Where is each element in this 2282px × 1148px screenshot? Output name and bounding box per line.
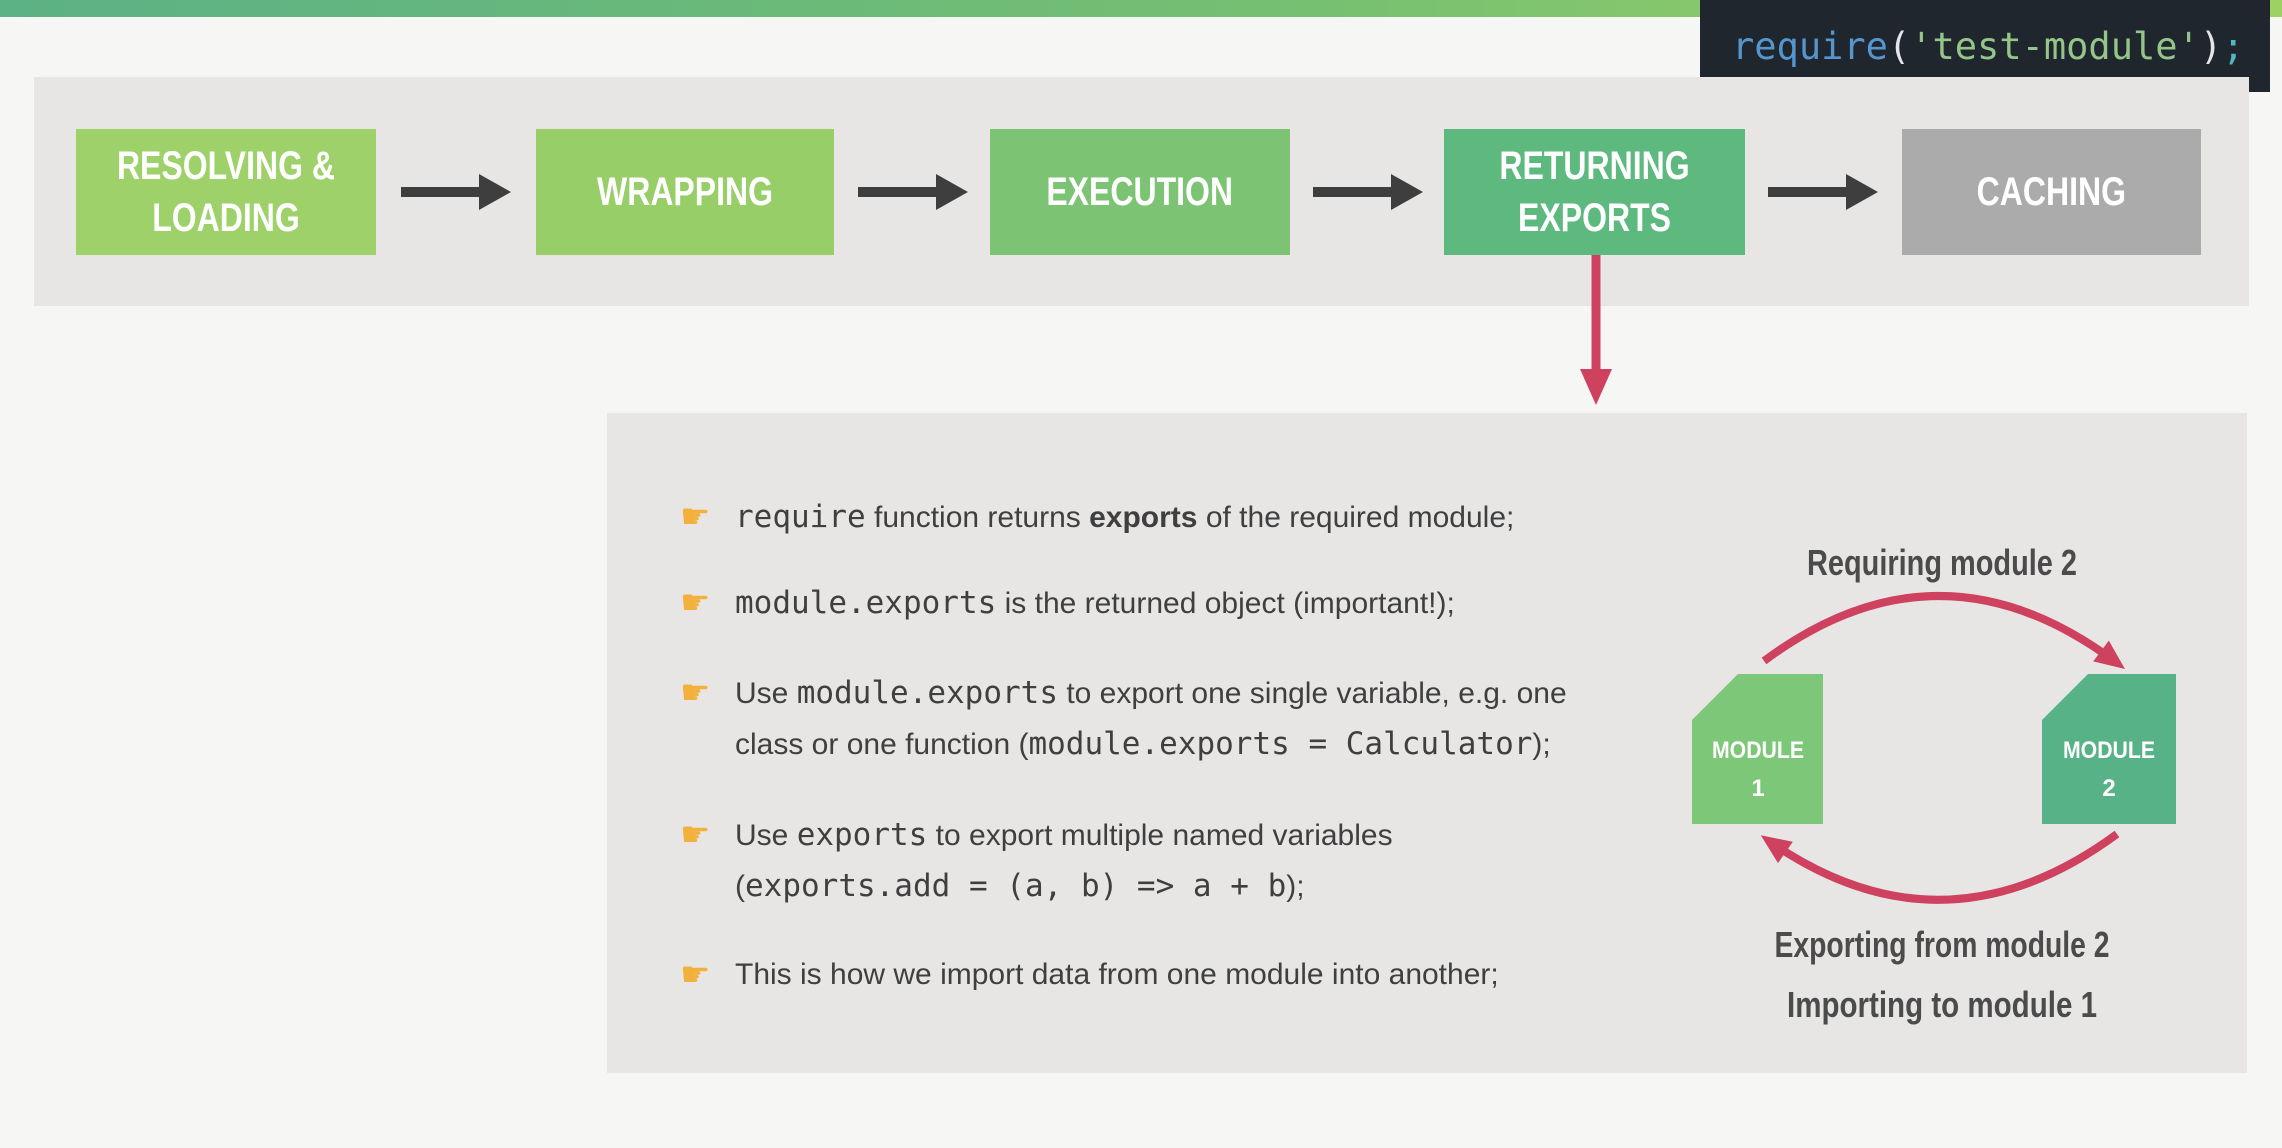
code-semicolon: ; (2222, 24, 2245, 68)
pointing-finger-icon: ☛ (680, 584, 711, 622)
module2-file-shape (2042, 674, 2176, 824)
step-label: RETURNING EXPORTS (1499, 144, 1690, 240)
code-fn: require (1732, 24, 1888, 68)
module-exchange-diagram: Requiring module 2 MODULE 1 MODULE 2 Exp… (1692, 542, 2176, 1025)
step-label: EXECUTION (1046, 170, 1234, 214)
bullet-item: ☛ module.exports is the returned object … (680, 578, 1455, 629)
pointing-finger-icon: ☛ (680, 498, 711, 536)
pipeline-step-caching: CACHING (1902, 129, 2201, 255)
code-string: 'test-module' (1910, 24, 2200, 68)
bullet-text: Use module.exports to export one single … (735, 675, 1567, 762)
module1-file-shape (1692, 674, 1823, 824)
pointing-finger-icon: ☛ (680, 956, 711, 994)
right-arrow-icon (401, 174, 511, 210)
pipeline-step-wrapping: WRAPPING (536, 129, 834, 255)
down-arrow-connector-icon (1580, 255, 1612, 405)
pointing-finger-icon: ☛ (680, 816, 711, 854)
bullet-text: require function returns exports of the … (735, 499, 1515, 535)
module2-number: 2 (2102, 775, 2115, 802)
bullet-text: Use exports to export multiple named var… (735, 817, 1393, 904)
detail-panel: ☛ require function returns exports of th… (607, 413, 2247, 1073)
code-snippet-box: require('test-module'); (1700, 0, 2270, 92)
module2-label: MODULE (2063, 737, 2155, 764)
module1-label: MODULE (1712, 737, 1804, 764)
pipeline-step-execution: EXECUTION (990, 129, 1290, 255)
code-open-paren: ( (1887, 24, 1911, 68)
exporting-arc-arrow (1760, 830, 2120, 904)
bullet-item: ☛ Use exports to export multiple named v… (680, 810, 1393, 912)
right-arrow-icon (858, 174, 968, 210)
bullet-item: ☛ This is how we import data from one mo… (680, 950, 1499, 1000)
right-arrow-icon (1313, 174, 1423, 210)
step-label: RESOLVING & LOADING (116, 144, 336, 240)
step-label: WRAPPING (597, 170, 773, 214)
code-close-paren: ) (2199, 24, 2223, 68)
pipeline-step-resolving-loading: RESOLVING & LOADING (76, 129, 376, 255)
importing-label: Importing to module 1 (1787, 984, 2097, 1025)
right-arrow-icon (1768, 174, 1878, 210)
code-text: require('test-module'); (1732, 25, 2244, 68)
requiring-label: Requiring module 2 (1807, 542, 2077, 583)
bullet-text: This is how we import data from one modu… (735, 958, 1499, 991)
exporting-label: Exporting from module 2 (1775, 924, 2110, 965)
requiring-arc-arrow (1761, 592, 2125, 670)
step-label: CACHING (1976, 170, 2127, 214)
pipeline-step-returning-exports: RETURNING EXPORTS (1444, 129, 1745, 255)
bullet-text: module.exports is the returned object (i… (735, 585, 1455, 621)
pointing-finger-icon: ☛ (680, 674, 711, 712)
bullet-item: ☛ require function returns exports of th… (680, 492, 1514, 543)
module1-number: 1 (1751, 775, 1764, 802)
bullet-item: ☛ Use module.exports to export one singl… (680, 668, 1567, 770)
